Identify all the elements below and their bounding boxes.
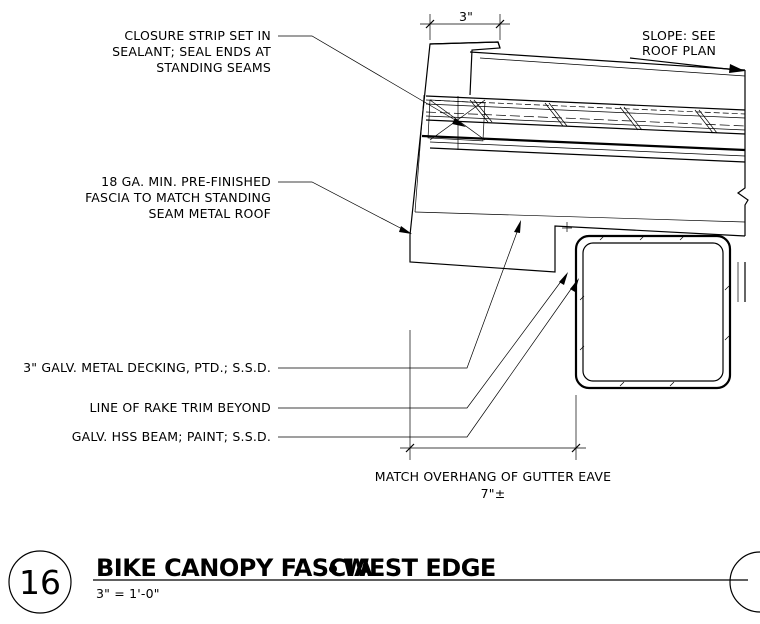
fascia-note-line-2: FASCIA TO MATCH STANDING <box>85 190 271 205</box>
dimension-overhang <box>400 330 586 460</box>
slope-arrow <box>629 57 745 73</box>
leader-decking <box>278 220 521 369</box>
fascia-note-line-1: 18 GA. MIN. PRE-FINISHED <box>101 174 271 189</box>
decking-note: 3" GALV. METAL DECKING, PTD.; S.S.D. <box>23 360 271 375</box>
closure-strip-note-line-1: CLOSURE STRIP SET IN <box>124 28 271 43</box>
closure-strip-note-line-2: SEALANT; SEAL ENDS AT <box>112 44 271 59</box>
at-symbol <box>329 565 337 573</box>
fascia-assembly <box>409 41 746 273</box>
standing-seam-roof <box>421 51 746 163</box>
slope-note-line-2: ROOF PLAN <box>642 43 716 58</box>
hss-beam <box>574 234 732 390</box>
dimension-fascia-lip <box>420 14 510 40</box>
leader-fascia <box>278 181 412 234</box>
dimension-fascia-lip-text: 3" <box>459 9 473 24</box>
rake-trim-note: LINE OF RAKE TRIM BEYOND <box>90 400 271 415</box>
dimension-overhang-text: 7"± <box>481 486 506 501</box>
leader-closure-strip <box>278 35 466 127</box>
break-line <box>736 70 749 302</box>
hss-beam-note: GALV. HSS BEAM; PAINT; S.S.D. <box>72 429 271 444</box>
closure-strip-note-line-3: STANDING SEAMS <box>156 60 271 75</box>
detail-title-left: BIKE CANOPY FASCIA <box>96 554 373 582</box>
leader-hss-beam <box>278 278 579 438</box>
centerline-marker <box>562 222 572 232</box>
title-block <box>8 550 760 614</box>
slope-note-line-1: SLOPE: SEE <box>642 28 716 43</box>
fascia-note-line-3: SEAM METAL ROOF <box>148 206 271 221</box>
overhang-note: MATCH OVERHANG OF GUTTER EAVE <box>375 469 611 484</box>
detail-title-right: WEST EDGE <box>343 554 496 582</box>
detail-scale: 3" = 1'-0" <box>96 586 160 601</box>
detail-number: 16 <box>19 563 61 602</box>
leader-rake-trim <box>278 272 568 409</box>
